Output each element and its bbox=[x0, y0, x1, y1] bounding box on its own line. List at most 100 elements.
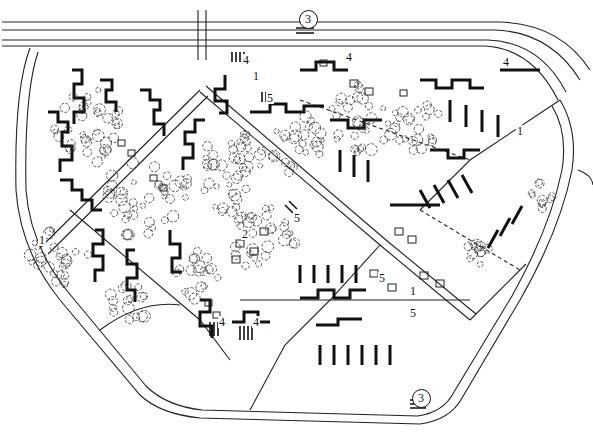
tree bbox=[82, 137, 92, 147]
tree bbox=[336, 93, 346, 103]
tree bbox=[536, 180, 542, 186]
tree bbox=[423, 113, 430, 120]
tree bbox=[333, 112, 340, 119]
callout-number: 4 bbox=[345, 51, 353, 63]
tree bbox=[69, 93, 77, 101]
tree bbox=[303, 150, 309, 156]
tree bbox=[319, 137, 324, 142]
tree bbox=[189, 293, 200, 304]
tree bbox=[193, 265, 204, 276]
tree bbox=[390, 123, 400, 133]
tree bbox=[295, 146, 303, 154]
tree bbox=[282, 230, 290, 238]
tree bbox=[227, 206, 237, 216]
tree bbox=[34, 261, 43, 270]
tree bbox=[189, 255, 197, 263]
roads bbox=[2, 10, 593, 424]
tree bbox=[354, 150, 360, 156]
tree bbox=[116, 194, 127, 205]
tree bbox=[262, 241, 274, 253]
tree bbox=[122, 216, 129, 223]
tree bbox=[213, 204, 218, 209]
tree bbox=[104, 146, 111, 153]
tree bbox=[351, 132, 358, 139]
tree bbox=[203, 155, 209, 161]
tree bbox=[403, 113, 414, 124]
tree bbox=[144, 193, 153, 202]
tree bbox=[464, 242, 472, 250]
tree bbox=[119, 201, 131, 213]
tree bbox=[208, 159, 219, 170]
tree bbox=[274, 129, 279, 134]
tree bbox=[123, 296, 132, 305]
callout-number: 4 bbox=[218, 316, 226, 328]
tree bbox=[346, 96, 355, 105]
tree bbox=[246, 212, 256, 222]
tree bbox=[240, 134, 248, 142]
tree bbox=[394, 121, 400, 127]
tree bbox=[123, 229, 134, 240]
tree bbox=[467, 256, 473, 262]
tree bbox=[95, 107, 100, 112]
tree bbox=[139, 310, 151, 322]
tree bbox=[364, 127, 370, 133]
tree bbox=[161, 217, 168, 224]
tree bbox=[129, 199, 137, 207]
tree bbox=[105, 289, 116, 300]
tree bbox=[209, 150, 218, 159]
tree bbox=[244, 153, 253, 162]
tree bbox=[79, 102, 88, 111]
tree bbox=[243, 131, 250, 138]
tree bbox=[365, 102, 372, 109]
callout-number: 5 bbox=[293, 212, 301, 224]
tree bbox=[124, 211, 132, 219]
tree bbox=[329, 105, 335, 111]
tree bbox=[121, 281, 131, 291]
tree bbox=[334, 136, 340, 142]
tree bbox=[61, 254, 71, 264]
callout-number: 1 bbox=[516, 125, 524, 137]
circle-number: 3 bbox=[305, 13, 311, 25]
tree bbox=[109, 133, 119, 143]
callout-number: 5 bbox=[409, 307, 417, 319]
callout-number: 1 bbox=[252, 70, 260, 82]
tree bbox=[244, 144, 252, 152]
tree bbox=[96, 87, 101, 92]
circled-number: 3 bbox=[412, 389, 431, 408]
tree bbox=[201, 283, 207, 289]
tree bbox=[112, 110, 119, 117]
parking bbox=[210, 28, 426, 408]
tree bbox=[268, 150, 280, 162]
tree bbox=[435, 110, 442, 117]
tree bbox=[45, 227, 53, 235]
tree bbox=[144, 229, 153, 238]
tree bbox=[100, 145, 111, 156]
tree bbox=[107, 181, 117, 191]
tree bbox=[265, 223, 276, 234]
tree bbox=[100, 137, 111, 148]
tree bbox=[355, 83, 364, 92]
tree bbox=[236, 213, 246, 223]
tree bbox=[196, 282, 206, 292]
tree bbox=[83, 148, 92, 157]
tree bbox=[416, 143, 426, 153]
tree bbox=[228, 189, 236, 197]
tree bbox=[202, 253, 212, 263]
tree bbox=[103, 191, 114, 202]
tree bbox=[50, 243, 58, 251]
tree bbox=[86, 138, 91, 143]
tree bbox=[85, 251, 92, 258]
tree bbox=[227, 182, 232, 187]
tree bbox=[158, 183, 165, 190]
tree bbox=[182, 179, 192, 189]
tree bbox=[248, 213, 254, 219]
tree bbox=[80, 132, 86, 138]
tree bbox=[59, 264, 66, 271]
tree bbox=[140, 203, 146, 209]
tree bbox=[92, 157, 102, 167]
tree bbox=[477, 261, 483, 267]
tree bbox=[535, 179, 544, 188]
tree bbox=[415, 107, 422, 114]
tree bbox=[300, 111, 311, 122]
tree bbox=[169, 180, 180, 191]
